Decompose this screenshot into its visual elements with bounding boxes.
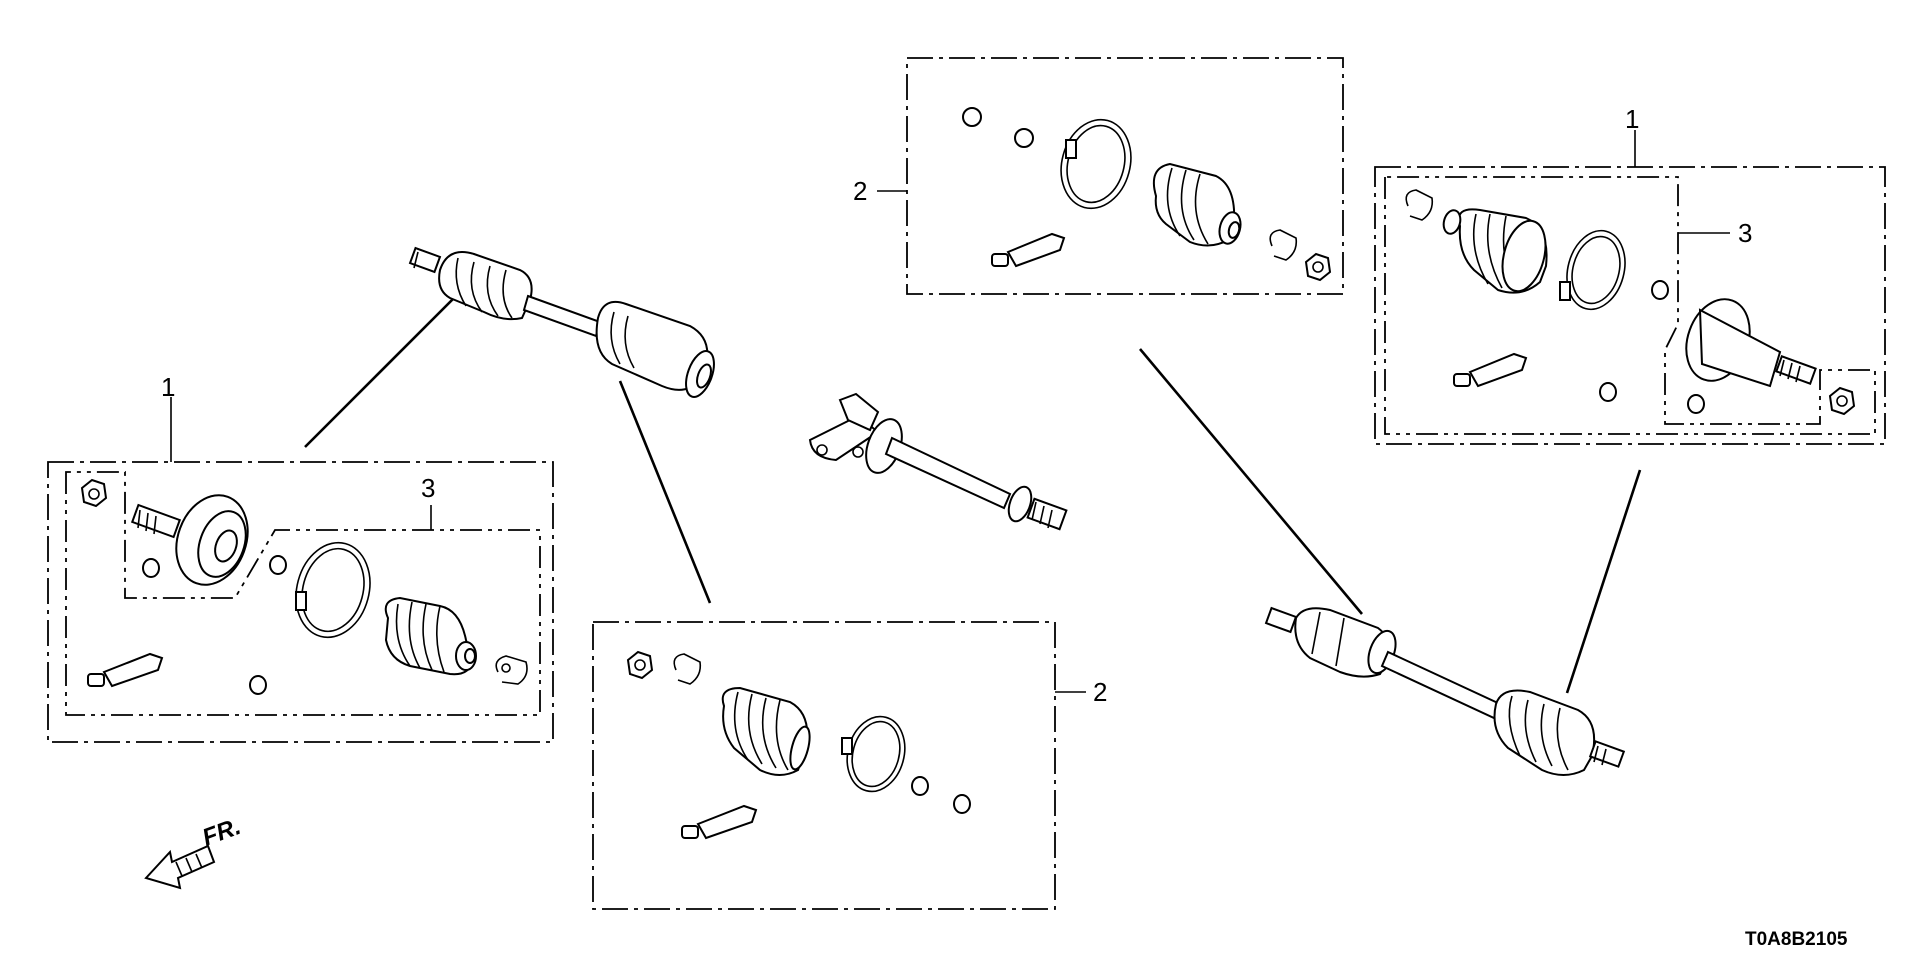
center-kit-circlip-1 [911,776,929,796]
intermediate-shaft [808,392,1068,531]
top-kit-grease-tube [991,232,1066,268]
top-kit-circlip-1 [962,107,982,127]
leader-left-kit [304,287,465,448]
leader-center-kit [618,380,712,604]
arrow-left-icon [144,844,216,890]
center-kit-circlip-2 [953,794,971,814]
center-kit-group: 2 [592,621,1107,910]
left-kit-boot [384,596,477,676]
right-kit-inner-box [1384,176,1876,435]
right-kit-outer-box [1374,166,1886,445]
right-kit-circlip-2 [1599,382,1617,402]
left-kit-circlip-1 [142,558,160,578]
left-kit-circlip-2 [269,555,287,575]
left-kit-callout-3: 3 [421,473,435,503]
center-kit-boot-band [841,715,906,793]
leader-right-kit [1565,469,1642,694]
top-kit-nut [1304,252,1332,282]
drawing-code: T0A8B2105 [1745,929,1848,950]
right-kit-circlip-1 [1651,280,1669,300]
center-kit-box [592,621,1056,910]
front-label: FR. [199,813,245,852]
right-kit-callout-1: 1 [1625,104,1639,134]
left-driveshaft [408,246,715,398]
left-kit-nut [80,478,108,508]
front-arrow: FR. [144,813,245,890]
right-kit-boot-band [1559,229,1626,311]
center-kit-boot [721,686,811,776]
left-kit-grease-tube [87,652,164,688]
right-kit-nut [1828,386,1856,416]
left-kit-clip [495,655,528,685]
center-kit-nut [626,650,654,680]
leader-top-kit [1139,348,1363,615]
top-kit-group: 2 [853,57,1344,295]
right-kit-boot [1442,208,1548,294]
left-kit-callout-1: 1 [161,372,175,402]
left-kit-cv-joint [130,494,249,586]
right-kit-clip [1405,189,1434,221]
right-kit-grease-tube [1453,352,1528,388]
left-kit-outer-box [47,461,554,743]
right-kit-cv-joint [1685,298,1817,388]
top-kit-callout-2: 2 [853,176,867,206]
left-kit-inner-box [65,471,541,716]
top-kit-box [906,57,1344,295]
top-kit-boot-band [1060,118,1132,210]
center-kit-grease-tube [681,804,758,840]
right-driveshaft [1264,606,1626,776]
top-kit-boot [1152,162,1242,247]
left-kit-group: 1 3 [47,372,554,743]
right-kit-group: 1 3 [1374,104,1886,445]
left-kit-boot-band [295,541,371,639]
top-kit-clip [1269,229,1298,261]
left-kit-circlip-3 [249,675,267,695]
center-kit-callout-2: 2 [1093,677,1107,707]
right-kit-circlip-3 [1687,394,1705,414]
center-kit-clip [673,653,702,685]
right-kit-callout-3: 3 [1738,218,1752,248]
top-kit-circlip-2 [1014,128,1034,148]
